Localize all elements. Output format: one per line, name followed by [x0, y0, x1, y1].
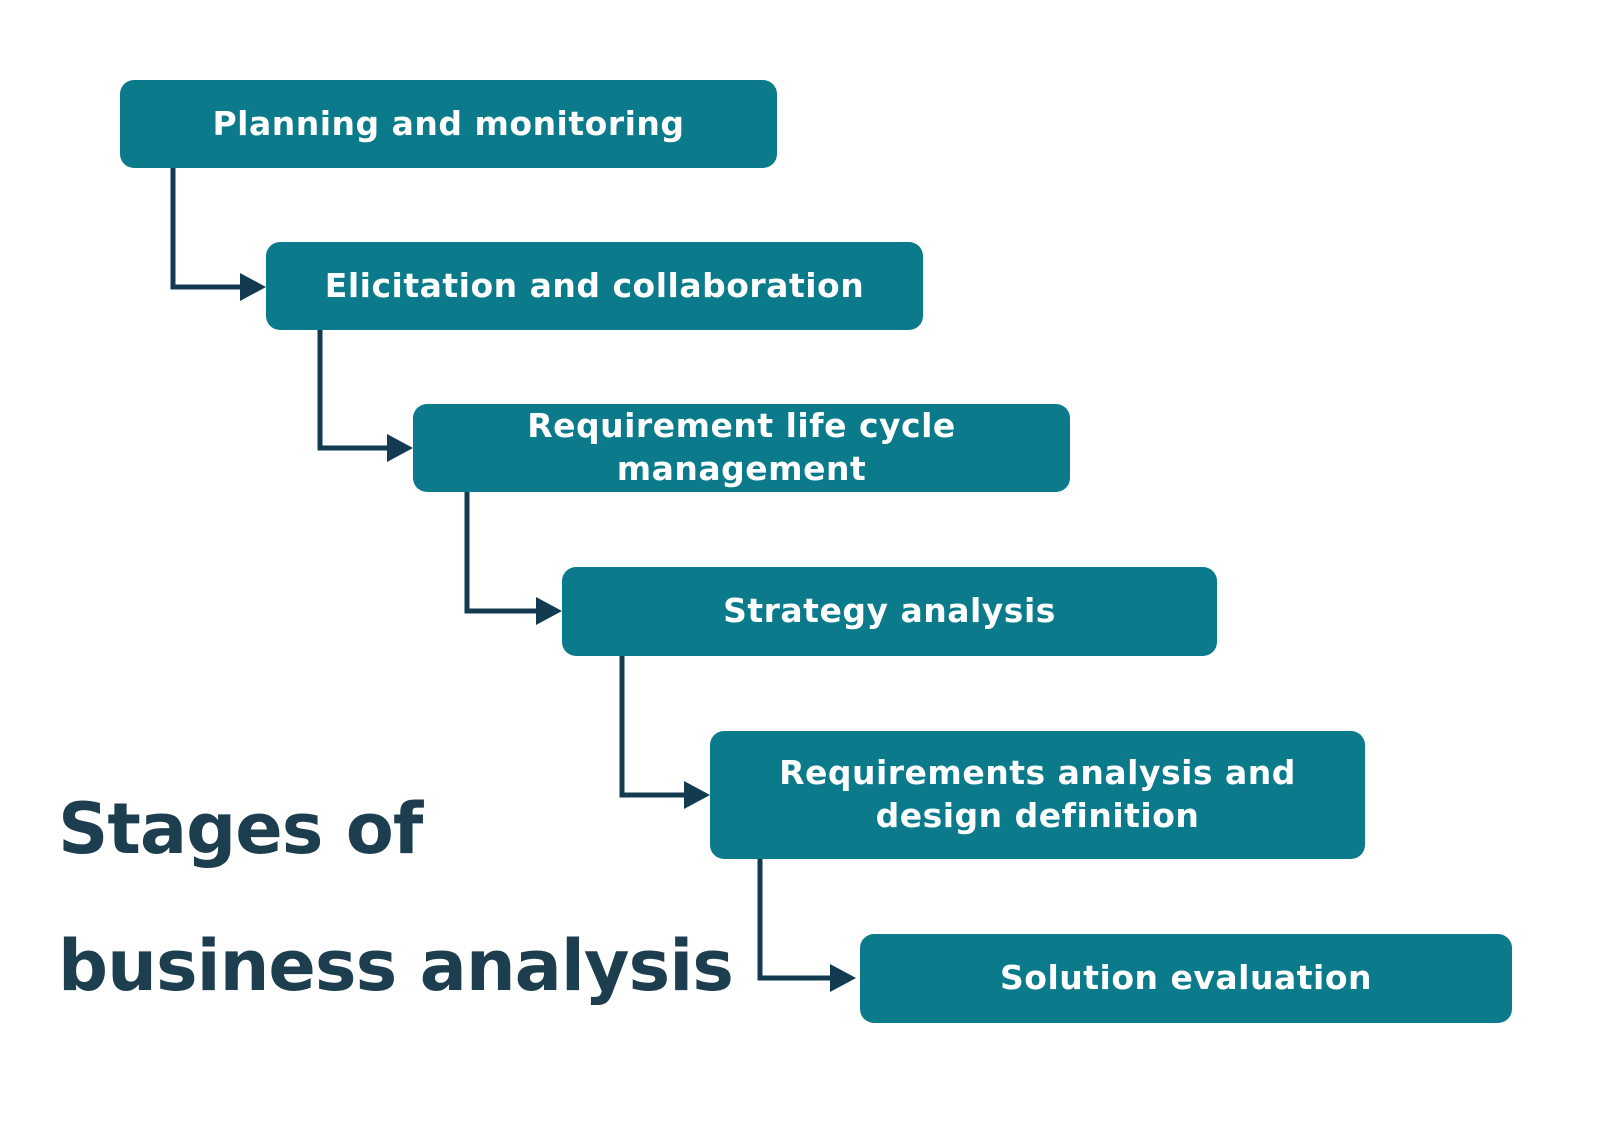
arrowhead-5-icon	[830, 964, 856, 992]
stage-box-strategy-analysis: Strategy analysis	[562, 567, 1217, 656]
arrowhead-2-icon	[387, 434, 413, 462]
stage-box-requirements-analysis-and-design-definition: Requirements analysis and design definit…	[710, 731, 1365, 859]
diagram-title-line-1: Stages of	[58, 788, 423, 870]
connector-1-2	[170, 168, 242, 290]
connector-4-5	[619, 656, 686, 798]
arrowhead-3-icon	[536, 597, 562, 625]
connector-5-6	[757, 859, 832, 981]
stage-box-elicitation-and-collaboration: Elicitation and collaboration	[266, 242, 923, 330]
stage-box-requirement-life-cycle-management: Requirement life cycle management	[413, 404, 1070, 492]
arrowhead-1-icon	[240, 273, 266, 301]
arrowhead-4-icon	[684, 781, 710, 809]
stage-box-planning-and-monitoring: Planning and monitoring	[120, 80, 777, 168]
diagram-title-line-2: business analysis	[58, 925, 734, 1007]
connector-2-3	[317, 330, 389, 451]
connector-3-4	[464, 492, 538, 614]
stage-box-solution-evaluation: Solution evaluation	[860, 934, 1512, 1023]
